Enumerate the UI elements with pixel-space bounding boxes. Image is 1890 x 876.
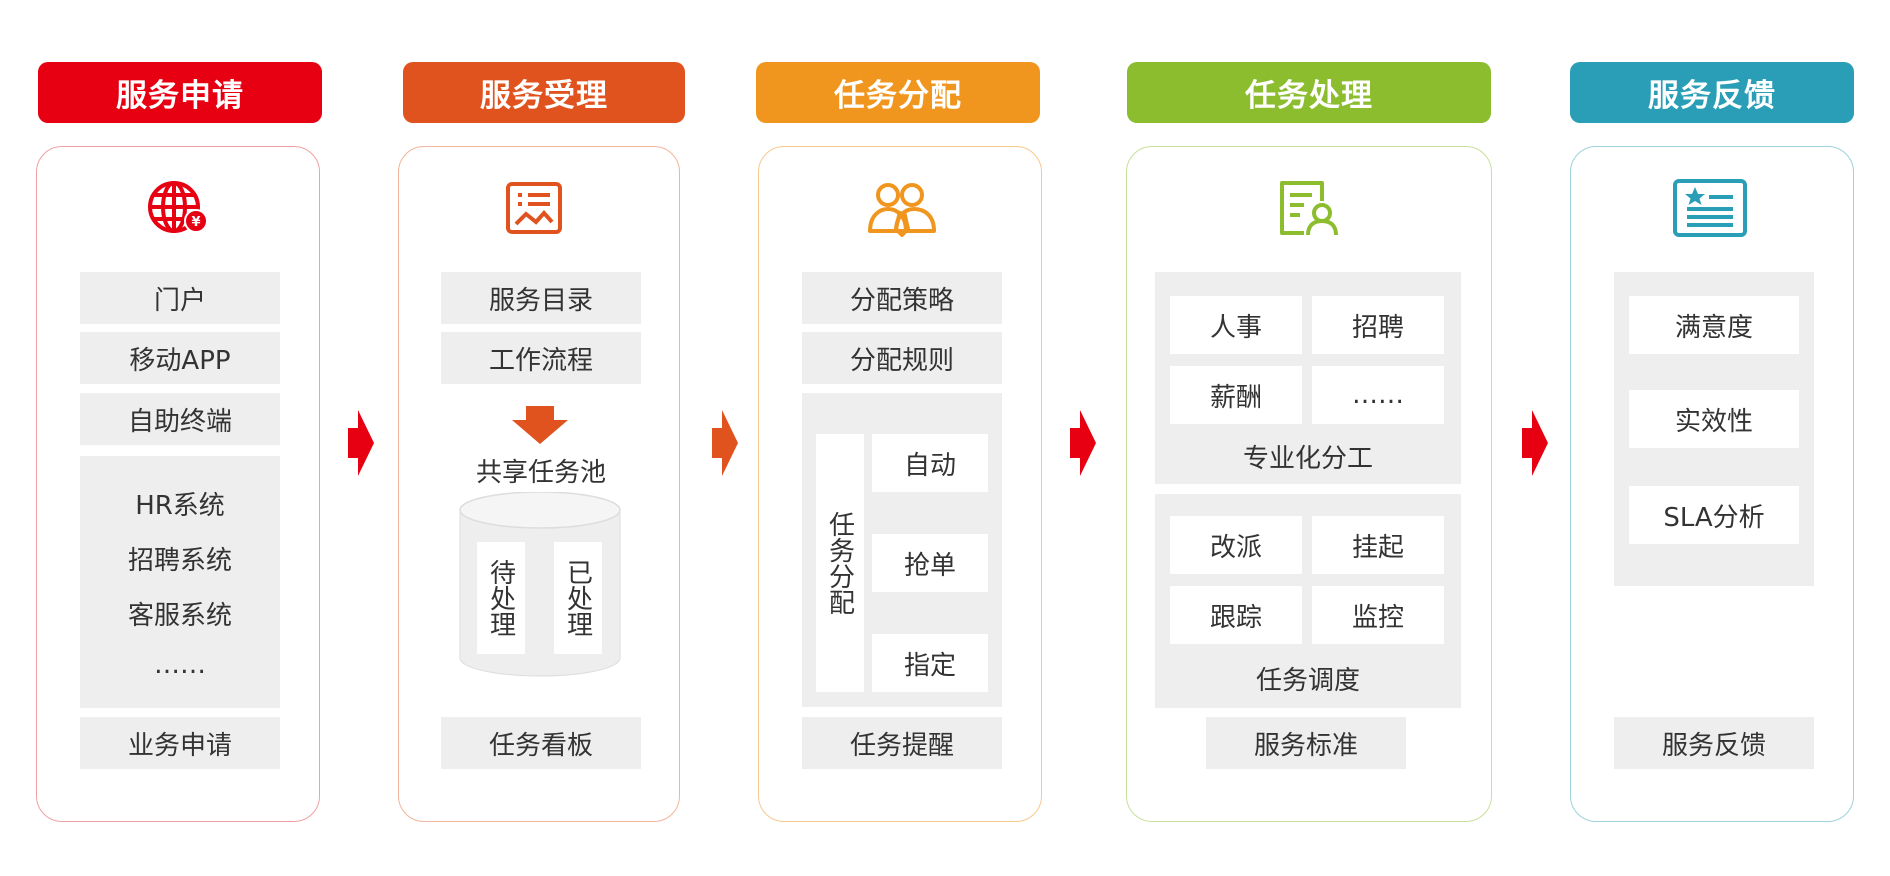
footer-task-board: 任务看板 (441, 717, 641, 769)
header-service-request: 服务申请 (38, 62, 322, 123)
systems-group: HR系统 招聘系统 客服系统 …… (80, 456, 280, 708)
item-workflow: 工作流程 (441, 332, 641, 384)
assign-auto: 自动 (872, 434, 988, 492)
footer-service-standard: 服务标准 (1206, 717, 1406, 769)
specialization-label: 专业化分工 (1242, 444, 1373, 474)
domain-more: …… (1312, 366, 1444, 424)
star-list-icon (1670, 176, 1750, 240)
card-service-acceptance (398, 146, 680, 822)
flow-arrow-1-icon (348, 410, 374, 476)
domain-hr: 人事 (1170, 296, 1302, 354)
flow-arrow-2-icon (712, 410, 738, 476)
globe-yen-icon: ¥ (140, 178, 216, 236)
system-more: …… (154, 649, 206, 680)
users-group-icon (866, 178, 938, 238)
item-assignment-rules: 分配规则 (802, 332, 1002, 384)
scheduling-label: 任务调度 (1255, 666, 1360, 696)
metric-sla-analysis: SLA分析 (1629, 486, 1799, 544)
svg-text:¥: ¥ (191, 215, 200, 230)
header-task-assignment: 任务分配 (756, 62, 1040, 123)
card-task-processing (1126, 146, 1492, 822)
pool-item-processed: 已处理 (554, 542, 602, 654)
header-service-acceptance: 服务受理 (403, 62, 685, 123)
down-arrow-icon (512, 406, 568, 444)
domain-payroll: 薪酬 (1170, 366, 1302, 424)
item-mobile-app: 移动APP (80, 332, 280, 384)
item-assignment-strategy: 分配策略 (802, 272, 1002, 324)
action-reassign: 改派 (1170, 516, 1302, 574)
header-task-processing: 任务处理 (1127, 62, 1491, 123)
document-user-icon (1276, 178, 1340, 238)
catalog-chart-icon (502, 178, 566, 238)
footer-business-application: 业务申请 (80, 717, 280, 769)
system-recruitment: 招聘系统 (127, 545, 232, 576)
flow-arrow-4-icon (1522, 410, 1548, 476)
system-customer-service: 客服系统 (127, 600, 232, 631)
item-self-service-terminal: 自助终端 (80, 393, 280, 445)
flow-arrow-3-icon (1070, 410, 1096, 476)
action-track: 跟踪 (1170, 586, 1302, 644)
item-portal: 门户 (80, 272, 280, 324)
pool-item-pending: 待处理 (477, 542, 525, 654)
action-suspend: 挂起 (1312, 516, 1444, 574)
assignment-group-label: 任务分配 (816, 434, 864, 692)
assign-grab: 抢单 (872, 534, 988, 592)
shared-task-pool-label: 共享任务池 (475, 458, 606, 488)
metric-satisfaction: 满意度 (1629, 296, 1799, 354)
metric-effectiveness: 实效性 (1629, 390, 1799, 448)
header-service-feedback: 服务反馈 (1570, 62, 1854, 123)
action-monitor: 监控 (1312, 586, 1444, 644)
domain-recruitment: 招聘 (1312, 296, 1444, 354)
footer-task-reminder: 任务提醒 (802, 717, 1002, 769)
assign-designate: 指定 (872, 634, 988, 692)
system-hr: HR系统 (135, 490, 225, 521)
item-service-catalog: 服务目录 (441, 272, 641, 324)
footer-service-feedback: 服务反馈 (1614, 717, 1814, 769)
